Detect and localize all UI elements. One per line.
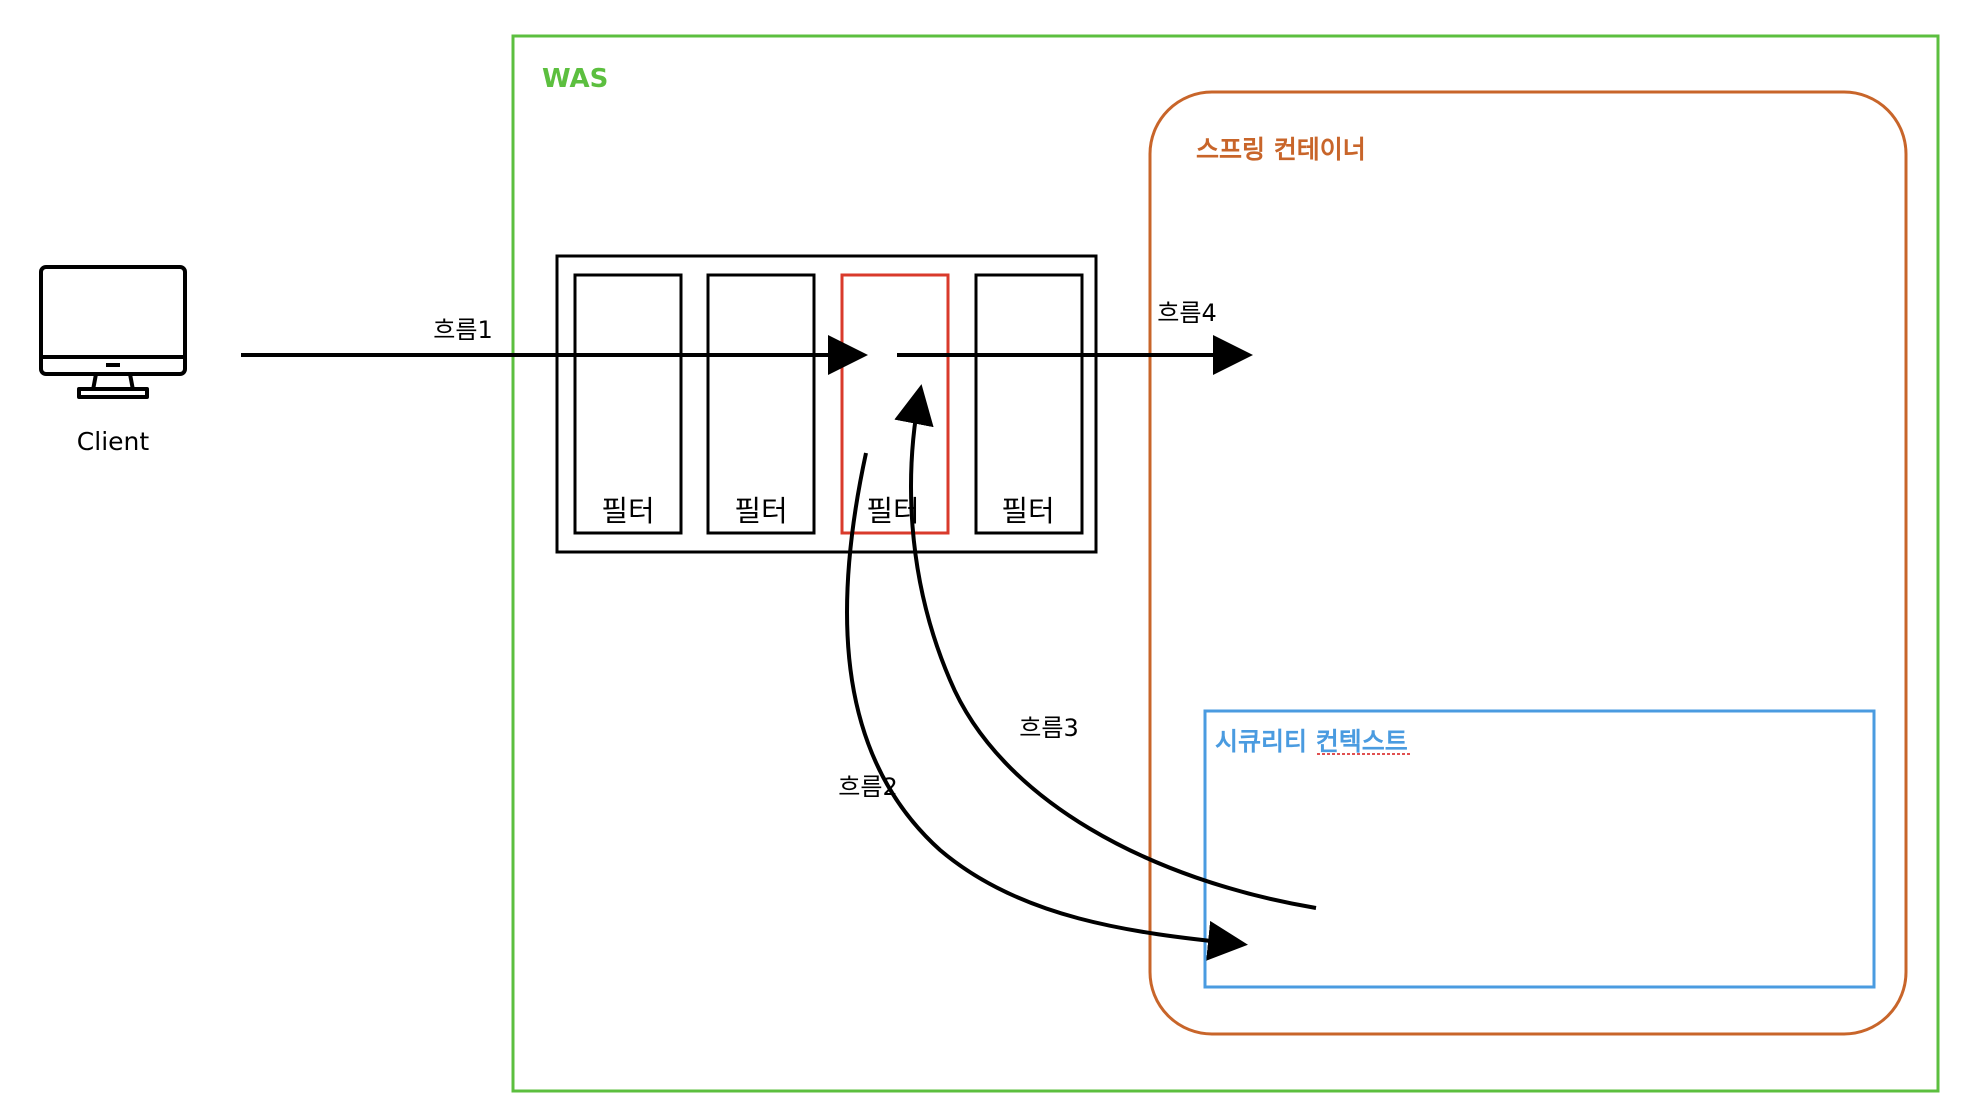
filter-2: 필터 [706, 273, 816, 535]
filter-chain-box [555, 254, 1098, 554]
flow2-label: 흐름2 [838, 773, 897, 801]
spring-container-box [1148, 90, 1908, 1036]
spring-container-label: 스프링 컨테이너 [1196, 135, 1366, 164]
filter-1: 필터 [573, 273, 683, 535]
flow2-arrow [845, 452, 1248, 961]
security-context-label: 시큐리티 컨텍스트 [1215, 727, 1408, 756]
filter-label: 필터 [1001, 494, 1054, 528]
client-label: Client [77, 427, 150, 456]
flow3-arrow [894, 384, 1317, 910]
was-boundary [511, 34, 1940, 1093]
flow3-label: 흐름3 [1019, 714, 1078, 742]
monitor-icon [39, 265, 187, 399]
flow1-label: 흐름1 [433, 316, 492, 344]
filter-4: 필터 [974, 273, 1084, 535]
flow4-label: 흐름4 [1157, 299, 1216, 327]
was-label: WAS [542, 64, 608, 94]
filter-label: 필터 [601, 494, 654, 528]
filter-label: 필터 [734, 494, 787, 528]
security-context-box [1203, 709, 1876, 989]
